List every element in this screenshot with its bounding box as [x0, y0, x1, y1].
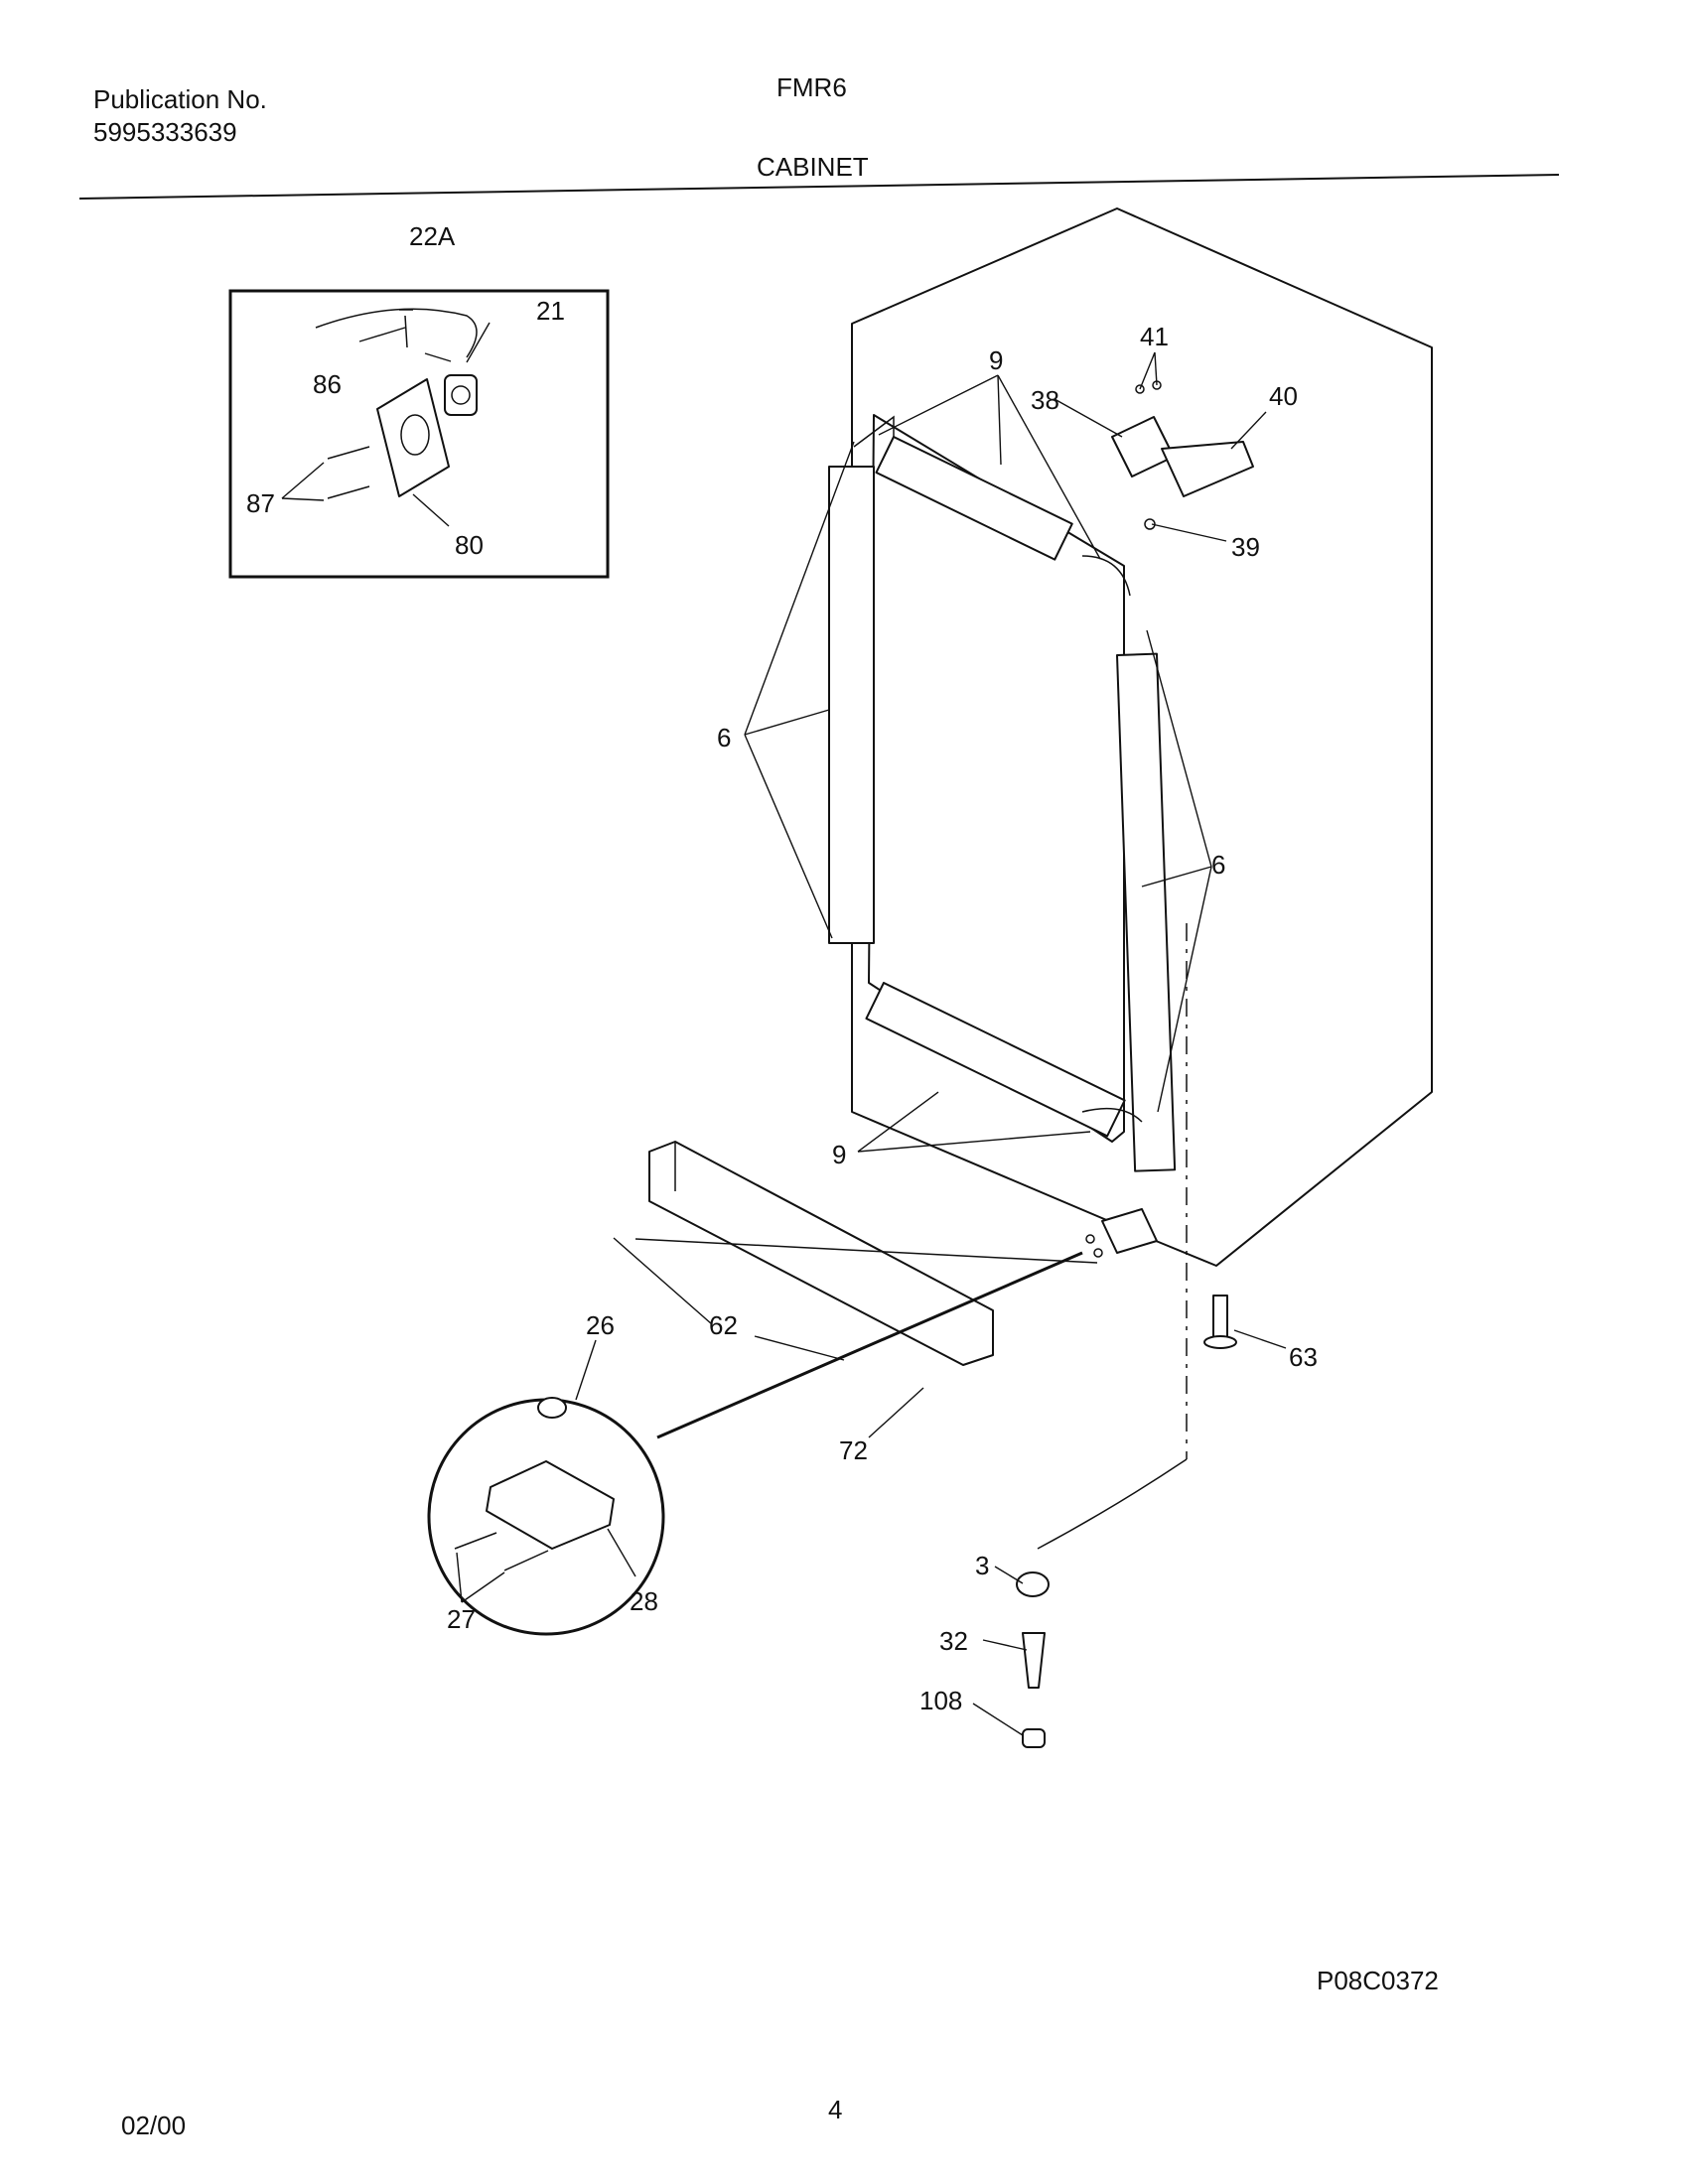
callout-63: 63 [1289, 1342, 1318, 1372]
callout-27: 27 [447, 1604, 476, 1634]
hinge-detail-inset [427, 1251, 1083, 1636]
publication-number: 5995333639 [93, 117, 237, 147]
callout-80: 80 [455, 530, 484, 560]
callout-28: 28 [630, 1586, 658, 1616]
section-title: CABINET [757, 152, 869, 182]
model-number: FMR6 [776, 72, 847, 102]
callout-108: 108 [919, 1686, 962, 1715]
drawing-number: P08C0372 [1317, 1966, 1439, 1995]
callout-86: 86 [313, 369, 342, 399]
kickplate [634, 1141, 1098, 1366]
callout-9-top: 9 [989, 345, 1003, 375]
callout-32: 32 [939, 1626, 968, 1656]
callout-labels: 22A 21 86 87 80 41 9 38 40 39 6 6 9 63 2… [246, 221, 1318, 1715]
top-hinge [1111, 380, 1254, 530]
leader-lines [456, 351, 1287, 1736]
callout-6-left: 6 [717, 723, 731, 752]
control-inset [228, 289, 610, 579]
footer-date: 02/00 [121, 2111, 187, 2140]
callout-38: 38 [1031, 385, 1059, 415]
callout-62: 62 [709, 1310, 738, 1340]
gasket-frame [828, 414, 1177, 1172]
caster-assembly [1016, 1571, 1050, 1748]
callout-26: 26 [586, 1310, 615, 1340]
callout-87: 87 [246, 488, 275, 518]
callout-41: 41 [1140, 322, 1169, 351]
bottom-hinge [1085, 1208, 1158, 1258]
header-rule [78, 174, 1560, 200]
leveling-leg [1203, 1295, 1237, 1349]
callout-39: 39 [1231, 532, 1260, 562]
callout-9-bottom: 9 [832, 1140, 846, 1169]
callout-3: 3 [975, 1551, 989, 1580]
callout-22a: 22A [409, 221, 456, 251]
callout-40: 40 [1269, 381, 1298, 411]
page-number: 4 [828, 2095, 843, 2124]
callout-72: 72 [839, 1435, 868, 1465]
callout-6-right: 6 [1211, 850, 1225, 880]
callout-21: 21 [536, 296, 565, 326]
publication-label: Publication No. [93, 84, 267, 114]
